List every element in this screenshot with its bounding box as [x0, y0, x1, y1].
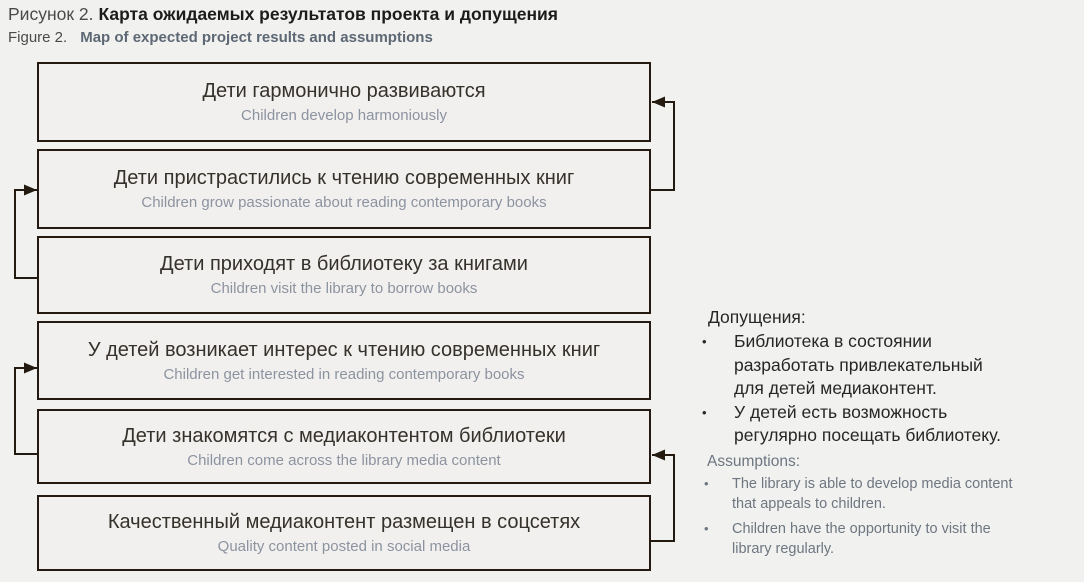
box-subtitle-en: Children get interested in reading conte… — [163, 365, 525, 383]
assumptions-panel: Допущения: • Библиотека в состоянии разр… — [700, 306, 1082, 564]
arrow-box2-to-box1 — [650, 96, 675, 191]
box-title-ru: Дети гармонично развиваются — [202, 80, 486, 102]
arrow-box6-to-box5 — [650, 449, 675, 542]
assumptions-heading-ru: Допущения: — [708, 307, 806, 327]
box-4-interest-reading: У детей возникает интерес к чтению совре… — [37, 321, 651, 400]
box-5-media-content: Дети знакомятся с медиаконтентом библиот… — [37, 409, 651, 484]
box-title-ru: Качественный медиаконтент размещен в соц… — [107, 511, 581, 533]
arrow-box5-to-box4 — [14, 362, 39, 455]
caption-ru-title: Карта ожидаемых результатов проекта и до… — [98, 4, 559, 24]
box-1-develop-harmoniously: Дети гармонично развиваются Children dev… — [37, 62, 651, 142]
assumption-text-ru: Библиотека в состоянии разработать привл… — [734, 331, 983, 398]
assumptions-heading-en: Assumptions: — [707, 452, 801, 470]
assumption-item-ru: • Библиотека в состоянии разработать при… — [700, 330, 1082, 401]
caption-en-title: Map of expected project results and assu… — [80, 29, 433, 46]
box-subtitle-en: Children come across the library media c… — [187, 451, 501, 469]
box-title-ru: Дети пристрастились к чтению современных… — [113, 167, 575, 189]
bullet-icon: • — [704, 520, 709, 536]
assumption-text-en: The library is able to develop media con… — [732, 475, 1013, 513]
bullet-icon: • — [702, 334, 707, 349]
box-title-ru: Дети приходят в библиотеку за книгами — [160, 253, 528, 275]
bullet-icon: • — [704, 475, 709, 491]
figure-caption: Рисунок 2.Карта ожидаемых результатов пр… — [8, 3, 558, 47]
assumption-text-en: Children have the opportunity to visit t… — [732, 520, 991, 558]
caption-en-prefix: Figure 2. — [8, 29, 68, 46]
box-3-visit-library: Дети приходят в библиотеку за книгами Ch… — [37, 236, 651, 314]
assumption-item-ru: • У детей есть возможность регулярно пос… — [700, 401, 1082, 448]
box-title-ru: У детей возникает интерес к чтению совре… — [87, 338, 601, 361]
caption-ru: Рисунок 2.Карта ожидаемых результатов пр… — [8, 3, 558, 25]
box-subtitle-en: Children visit the library to borrow boo… — [210, 280, 478, 297]
box-6-social-media: Качественный медиаконтент размещен в соц… — [37, 495, 651, 571]
caption-ru-prefix: Рисунок 2. — [8, 4, 94, 24]
bullet-icon: • — [702, 404, 707, 420]
box-subtitle-en: Children grow passionate about reading c… — [141, 194, 547, 211]
assumption-text-ru: У детей есть возможность регулярно посещ… — [734, 401, 1001, 446]
assumption-item-en: • Children have the opportunity to visit… — [700, 519, 1082, 560]
arrow-box3-to-box2 — [14, 184, 39, 279]
box-2-passionate-reading: Дети пристрастились к чтению современных… — [37, 149, 651, 229]
box-subtitle-en: Children develop harmoniously — [241, 107, 447, 124]
caption-en: Figure 2. Map of expected project results… — [8, 28, 558, 47]
assumption-item-en: • The library is able to develop media c… — [700, 474, 1082, 515]
box-title-ru: Дети знакомятся с медиаконтентом библиот… — [122, 424, 566, 447]
box-subtitle-en: Quality content posted in social media — [217, 538, 471, 555]
